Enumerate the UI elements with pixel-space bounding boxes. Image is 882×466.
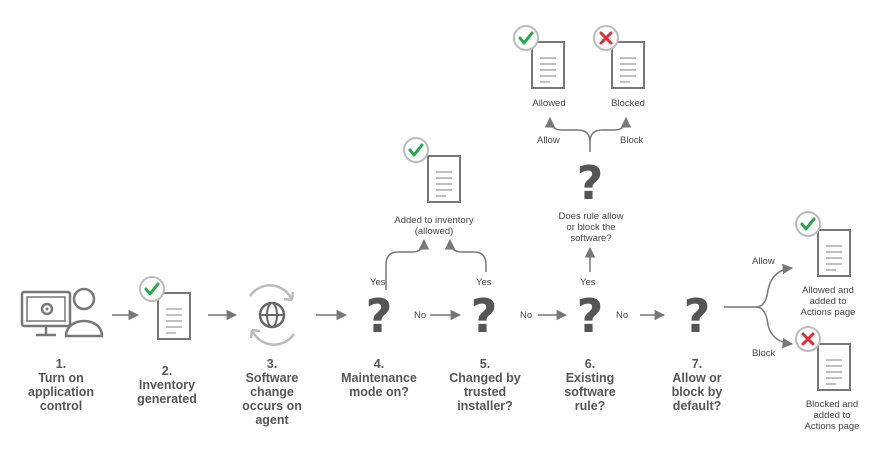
- check-badge-icon: [512, 24, 540, 52]
- question-mark-icon: ?: [470, 289, 498, 343]
- no-label-step5: No: [520, 310, 533, 321]
- document-check-icon: [157, 292, 191, 340]
- check-badge-icon: [794, 210, 822, 238]
- document-check-icon: [531, 41, 565, 89]
- allow-label-rule: Allow: [537, 135, 560, 146]
- yes-label-step4: Yes: [370, 277, 386, 288]
- question-mark-icon: ?: [576, 289, 604, 343]
- question-mark-icon: ?: [683, 289, 711, 343]
- globe-sync-icon: [248, 284, 296, 346]
- connector-arrows: [112, 116, 794, 349]
- no-label-step4: No: [414, 310, 427, 321]
- allow-label-default: Allow: [752, 256, 775, 267]
- question-mark-icon: ?: [576, 156, 604, 210]
- allowed-note: Allowed: [532, 98, 566, 109]
- block-label-default: Block: [752, 348, 776, 359]
- document-cross-icon: [817, 343, 851, 391]
- cross-badge-icon: [794, 325, 822, 353]
- cross-badge-icon: [592, 24, 620, 52]
- document-cross-icon: [611, 41, 645, 89]
- monitor-person-icon: [20, 287, 104, 338]
- check-badge-icon: [138, 275, 166, 303]
- document-check-icon: [427, 155, 461, 203]
- block-label-rule: Block: [620, 135, 644, 146]
- document-check-icon: [817, 229, 851, 277]
- no-label-step6: No: [616, 310, 629, 321]
- check-badge-icon: [402, 136, 430, 164]
- yes-label-step5: Yes: [476, 277, 492, 288]
- question-mark-icon: ?: [365, 289, 393, 343]
- yes-label-step6: Yes: [580, 277, 596, 288]
- added-inventory-note: Added to inventory(allowed): [394, 215, 474, 237]
- blocked-note: Blocked: [611, 98, 645, 109]
